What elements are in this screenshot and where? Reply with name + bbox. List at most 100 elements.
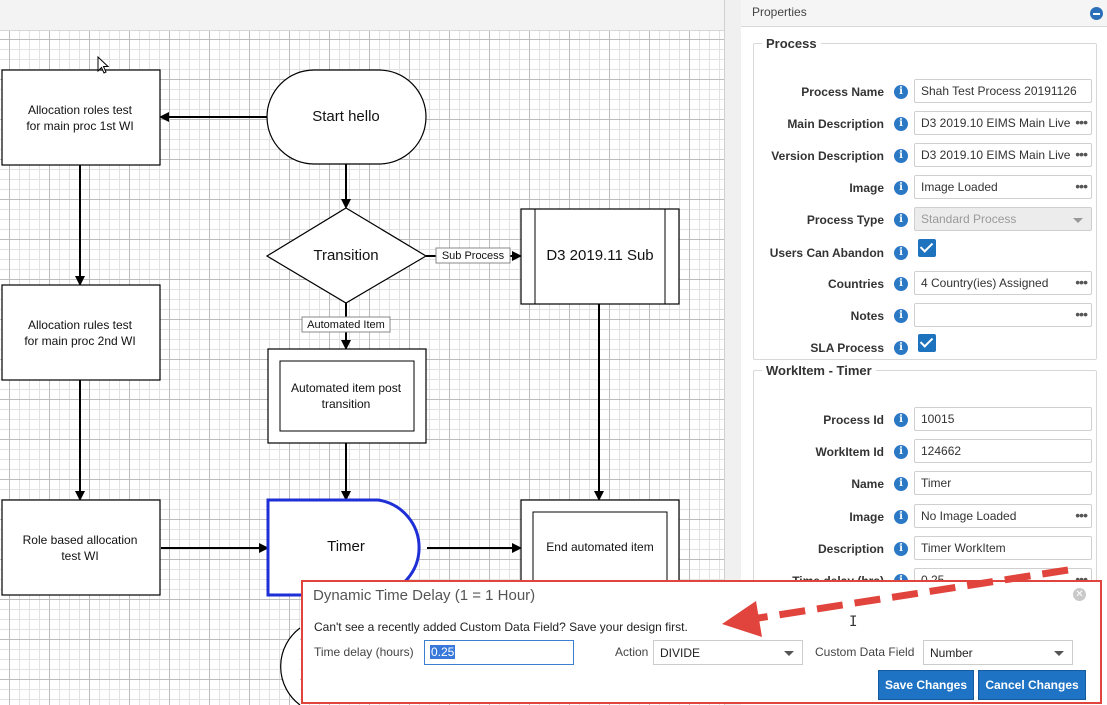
name-label: Name bbox=[851, 477, 884, 491]
action-value: DIVIDE bbox=[660, 646, 701, 660]
info-icon[interactable]: i bbox=[894, 445, 908, 459]
custom-data-field-label: Custom Data Field bbox=[815, 645, 915, 659]
process-name-input[interactable]: Shah Test Process 20191126 bbox=[914, 79, 1092, 103]
dynamic-time-delay-dialog: Dynamic Time Delay (1 = 1 Hour) ✕ Can't … bbox=[301, 580, 1102, 704]
workitem-id-label: WorkItem Id bbox=[815, 445, 884, 459]
dialog-message: Can't see a recently added Custom Data F… bbox=[314, 620, 688, 634]
node-role-based[interactable]: Role based allocation test WI bbox=[1, 499, 161, 596]
row-process-id: Process Id i 10015 bbox=[754, 407, 1096, 433]
node-alloc2[interactable]: Allocation rules test for main proc 2nd … bbox=[1, 284, 161, 381]
info-icon[interactable]: i bbox=[894, 477, 908, 491]
node-automated-line2: transition bbox=[322, 397, 371, 411]
info-icon[interactable]: i bbox=[894, 213, 908, 227]
node-alloc1[interactable]: Allocation roles test for main proc 1st … bbox=[1, 69, 161, 166]
edge-label-sub-process-text: Sub Process bbox=[442, 250, 505, 262]
node-alloc2-line2: for main proc 2nd WI bbox=[24, 334, 135, 348]
row-image: Image i Image Loaded ••• bbox=[754, 175, 1096, 201]
row-users-can-abandon: Users Can Abandon i bbox=[754, 239, 1096, 266]
row-process-type: Process Type i Standard Process bbox=[754, 207, 1096, 233]
notes-label: Notes bbox=[850, 309, 884, 323]
time-delay-hours-input[interactable]: 0.25 bbox=[424, 640, 574, 665]
main-description-field[interactable]: D3 2019.10 EIMS Main Live ••• bbox=[914, 111, 1092, 135]
cancel-changes-button[interactable]: Cancel Changes bbox=[978, 670, 1086, 700]
info-icon[interactable]: i bbox=[894, 149, 908, 163]
ellipsis-icon[interactable]: ••• bbox=[1075, 178, 1088, 194]
ellipsis-icon[interactable]: ••• bbox=[1075, 114, 1088, 130]
ellipsis-icon[interactable]: ••• bbox=[1075, 146, 1088, 162]
node-timer[interactable]: Timer bbox=[266, 498, 421, 597]
process-name-label: Process Name bbox=[801, 85, 884, 99]
image-value: Image Loaded bbox=[921, 180, 998, 194]
description-input[interactable]: Timer WorkItem bbox=[914, 536, 1092, 560]
sla-process-label: SLA Process bbox=[810, 341, 884, 355]
node-role-line2: test WI bbox=[61, 549, 98, 563]
info-icon[interactable]: i bbox=[894, 246, 908, 260]
info-icon[interactable]: i bbox=[894, 542, 908, 556]
workitem-legend: WorkItem - Timer bbox=[766, 363, 872, 378]
node-role-line1: Role based allocation bbox=[23, 533, 138, 547]
canvas-toolbar bbox=[0, 0, 724, 31]
row-name: Name i Timer bbox=[754, 471, 1096, 497]
info-icon[interactable]: i bbox=[894, 117, 908, 131]
image-field[interactable]: Image Loaded ••• bbox=[914, 175, 1092, 199]
edge-label-sub-process: Sub Process bbox=[435, 247, 511, 264]
info-icon[interactable]: i bbox=[894, 277, 908, 291]
row-process-name: Process Name i Shah Test Process 2019112… bbox=[754, 79, 1096, 105]
info-icon[interactable]: i bbox=[894, 341, 908, 355]
info-icon[interactable]: i bbox=[894, 181, 908, 195]
ellipsis-icon[interactable]: ••• bbox=[1075, 507, 1088, 523]
close-icon[interactable]: ✕ bbox=[1073, 588, 1086, 601]
info-icon[interactable]: i bbox=[894, 413, 908, 427]
collapse-icon[interactable] bbox=[1090, 7, 1103, 20]
workitem-id-input[interactable]: 124662 bbox=[914, 439, 1092, 463]
edge-label-automated-item-text: Automated Item bbox=[307, 319, 385, 331]
process-id-label: Process Id bbox=[823, 413, 884, 427]
node-start[interactable]: Start hello bbox=[266, 69, 427, 165]
row-description: Description i Timer WorkItem bbox=[754, 536, 1096, 562]
node-automated-item[interactable]: Automated item post transition bbox=[267, 348, 427, 444]
action-label: Action bbox=[615, 645, 649, 659]
process-id-input[interactable]: 10015 bbox=[914, 407, 1092, 431]
row-workitem-id: WorkItem Id i 124662 bbox=[754, 439, 1096, 465]
workitem-image-field[interactable]: No Image Loaded ••• bbox=[914, 504, 1092, 528]
process-type-value: Standard Process bbox=[921, 212, 1017, 226]
process-legend: Process bbox=[766, 36, 817, 51]
save-changes-button[interactable]: Save Changes bbox=[878, 670, 974, 700]
properties-header: Properties bbox=[741, 0, 1107, 27]
node-subprocess-label: D3 2019.11 Sub bbox=[546, 247, 653, 264]
custom-data-field-select[interactable]: Number bbox=[923, 640, 1073, 665]
countries-field[interactable]: 4 Country(ies) Assigned ••• bbox=[914, 271, 1092, 295]
users-can-abandon-label: Users Can Abandon bbox=[769, 246, 884, 260]
action-select[interactable]: DIVIDE bbox=[653, 640, 803, 665]
custom-data-field-value: Number bbox=[930, 646, 973, 660]
row-workitem-image: Image i No Image Loaded ••• bbox=[754, 504, 1096, 530]
info-icon[interactable]: i bbox=[894, 510, 908, 524]
process-type-select[interactable]: Standard Process bbox=[914, 207, 1092, 231]
sla-process-checkbox[interactable] bbox=[918, 334, 936, 352]
info-icon[interactable]: i bbox=[894, 309, 908, 323]
text-cursor-icon: I bbox=[849, 614, 858, 630]
main-description-value: D3 2019.10 EIMS Main Live bbox=[921, 116, 1071, 130]
node-partial-bottom[interactable] bbox=[280, 627, 301, 705]
chevron-down-icon bbox=[784, 651, 794, 656]
connectors bbox=[75, 112, 604, 553]
ellipsis-icon[interactable]: ••• bbox=[1075, 274, 1088, 290]
row-main-description: Main Description i D3 2019.10 EIMS Main … bbox=[754, 111, 1096, 137]
name-input[interactable]: Timer bbox=[914, 471, 1092, 495]
users-can-abandon-checkbox[interactable] bbox=[918, 239, 936, 257]
node-subprocess[interactable]: D3 2019.11 Sub bbox=[520, 208, 680, 305]
image-label: Image bbox=[849, 181, 884, 195]
workitem-image-value: No Image Loaded bbox=[921, 509, 1017, 523]
node-alloc1-line2: for main proc 1st WI bbox=[26, 119, 133, 133]
node-transition[interactable]: Transition bbox=[265, 207, 428, 304]
info-icon[interactable]: i bbox=[894, 85, 908, 99]
time-delay-hours-value: 0.25 bbox=[430, 645, 456, 659]
chevron-down-icon bbox=[1054, 651, 1064, 656]
version-description-field[interactable]: D3 2019.10 EIMS Main Live ••• bbox=[914, 143, 1092, 167]
time-delay-hours-label: Time delay (hours) bbox=[314, 645, 414, 659]
main-description-label: Main Description bbox=[787, 117, 884, 131]
notes-field[interactable]: ••• bbox=[914, 303, 1092, 327]
ellipsis-icon[interactable]: ••• bbox=[1075, 306, 1088, 322]
dialog-title: Dynamic Time Delay (1 = 1 Hour) bbox=[313, 587, 536, 604]
node-end-automated[interactable]: End automated item bbox=[520, 499, 680, 596]
